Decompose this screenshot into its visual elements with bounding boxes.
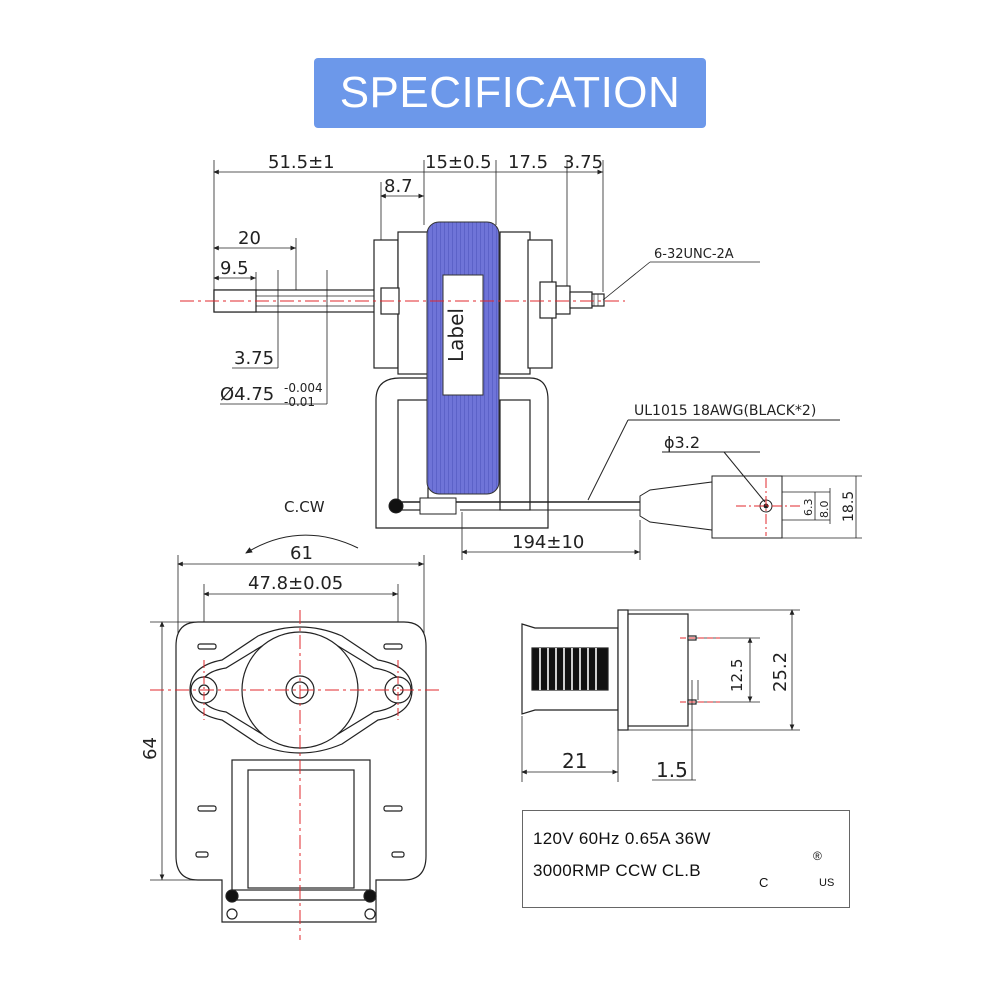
rating-label: 120V 60Hz 0.65A 36W 3000RMP CCW CL.B C U… xyxy=(522,810,850,908)
wire-spec: UL1015 18AWG(BLACK*2) xyxy=(634,403,816,419)
side-view xyxy=(213,160,605,529)
dim-stack: 15±0.5 xyxy=(425,152,492,173)
banner-title: SPECIFICATION xyxy=(339,68,681,117)
dim-12-5: 12.5 xyxy=(728,659,746,692)
dim-flat: 3.75 xyxy=(234,348,274,369)
dim-width: 61 xyxy=(290,543,313,564)
coil-winding xyxy=(426,221,500,495)
cert-us: US xyxy=(819,877,835,889)
specification-banner: SPECIFICATION xyxy=(314,58,706,128)
terminal-view xyxy=(521,609,800,782)
lead-length: 194±10 xyxy=(512,532,584,553)
dim-hole-pitch: 47.8±0.05 xyxy=(248,573,343,594)
rotation-direction: C.CW xyxy=(284,498,325,516)
tolerance-lower: -0.01 xyxy=(284,395,315,409)
dim-25-2: 25.2 xyxy=(770,652,791,692)
dim-thread-length: 3.75 xyxy=(563,152,603,173)
term-8-0: 8.0 xyxy=(818,501,831,519)
lead-wires xyxy=(388,419,862,560)
label-text: Label xyxy=(444,308,468,362)
dim-shaft-diameter: Ø4.75 xyxy=(220,384,274,405)
dim-21: 21 xyxy=(562,749,587,773)
hole-diameter: ϕ3.2 xyxy=(664,433,700,452)
dim-height: 64 xyxy=(140,737,161,760)
thread-spec: 6-32UNC-2A xyxy=(654,247,734,262)
cert-registered: ® xyxy=(813,849,822,863)
dim-overall: 51.5±1 xyxy=(268,152,335,173)
term-6-3: 6.3 xyxy=(802,499,815,517)
dim-offset: 8.7 xyxy=(384,176,413,197)
front-view xyxy=(150,534,427,923)
dim-1-5: 1.5 xyxy=(656,758,688,782)
cert-c: C xyxy=(759,875,769,890)
term-18-5: 18.5 xyxy=(841,491,857,522)
dim-rear: 17.5 xyxy=(508,152,548,173)
rating-line-1: 120V 60Hz 0.65A 36W xyxy=(533,829,711,848)
rating-line-2: 3000RMP CCW CL.B xyxy=(533,861,701,880)
tolerance-upper: -0.004 xyxy=(284,381,323,395)
dim-shaft-20: 20 xyxy=(238,228,261,249)
dim-shaft-9-5: 9.5 xyxy=(220,258,249,279)
